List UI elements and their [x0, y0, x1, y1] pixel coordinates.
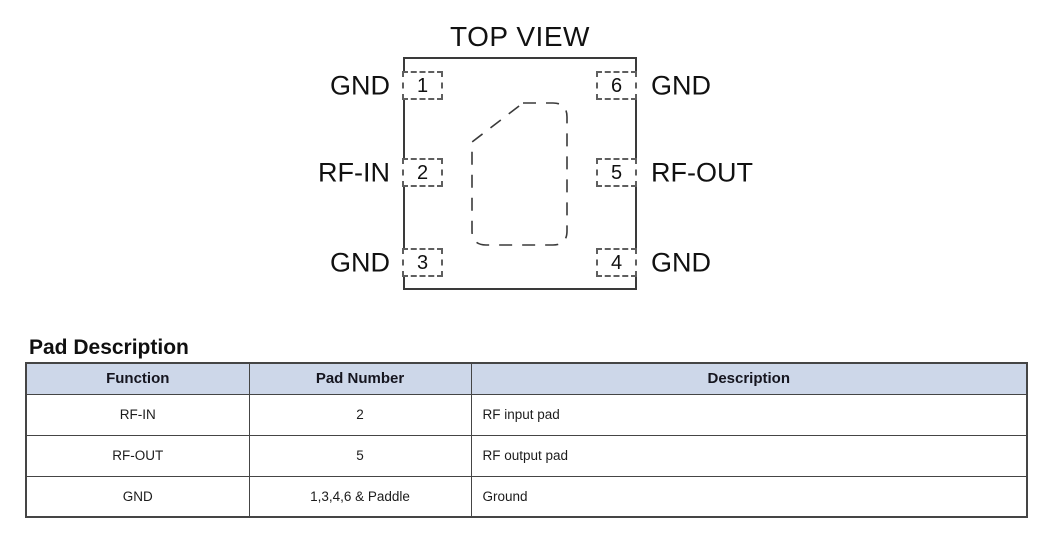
- pin-number: 1: [416, 74, 429, 97]
- pin-pad-2: 2: [402, 158, 443, 187]
- table-cell: 5: [248, 434, 472, 477]
- table-cell: RF-IN: [25, 393, 250, 436]
- table-row: RF-OUT 5 RF output pad: [25, 434, 1028, 477]
- table-cell: RF input pad: [470, 393, 1028, 436]
- pin-label-6: GND: [651, 70, 711, 101]
- table-cell: GND: [25, 475, 250, 518]
- pin-number: 5: [610, 161, 623, 184]
- paddle-outline: [471, 102, 568, 246]
- pin-label-2: RF-IN: [318, 157, 390, 188]
- table-cell: 2: [248, 393, 472, 436]
- pin-pad-4: 4: [596, 248, 637, 277]
- pin-number: 6: [610, 74, 623, 97]
- column-header-function: Function: [25, 362, 250, 395]
- table-cell: 1,3,4,6 & Paddle: [248, 475, 472, 518]
- pin-label-3: GND: [330, 247, 390, 278]
- pin-pad-3: 3: [402, 248, 443, 277]
- table-cell: RF output pad: [470, 434, 1028, 477]
- table-cell: RF-OUT: [25, 434, 250, 477]
- table-row: RF-IN 2 RF input pad: [25, 393, 1028, 436]
- table-title: Pad Description: [29, 336, 189, 359]
- pad-description-table: Function Pad Number Description RF-IN 2 …: [25, 362, 1028, 518]
- table-header-row: Function Pad Number Description: [25, 362, 1028, 395]
- pin-pad-5: 5: [596, 158, 637, 187]
- diagram-title: TOP VIEW: [450, 21, 590, 52]
- pin-label-1: GND: [330, 70, 390, 101]
- column-header-pad-number: Pad Number: [248, 362, 472, 395]
- pin-pad-6: 6: [596, 71, 637, 100]
- column-header-description: Description: [470, 362, 1028, 395]
- pin-label-5: RF-OUT: [651, 157, 753, 188]
- pin-number: 3: [416, 251, 429, 274]
- table-cell: Ground: [470, 475, 1028, 518]
- pin-pad-1: 1: [402, 71, 443, 100]
- pin-label-4: GND: [651, 247, 711, 278]
- pin-number: 2: [416, 161, 429, 184]
- pin-number: 4: [610, 251, 623, 274]
- table-row: GND 1,3,4,6 & Paddle Ground: [25, 475, 1028, 518]
